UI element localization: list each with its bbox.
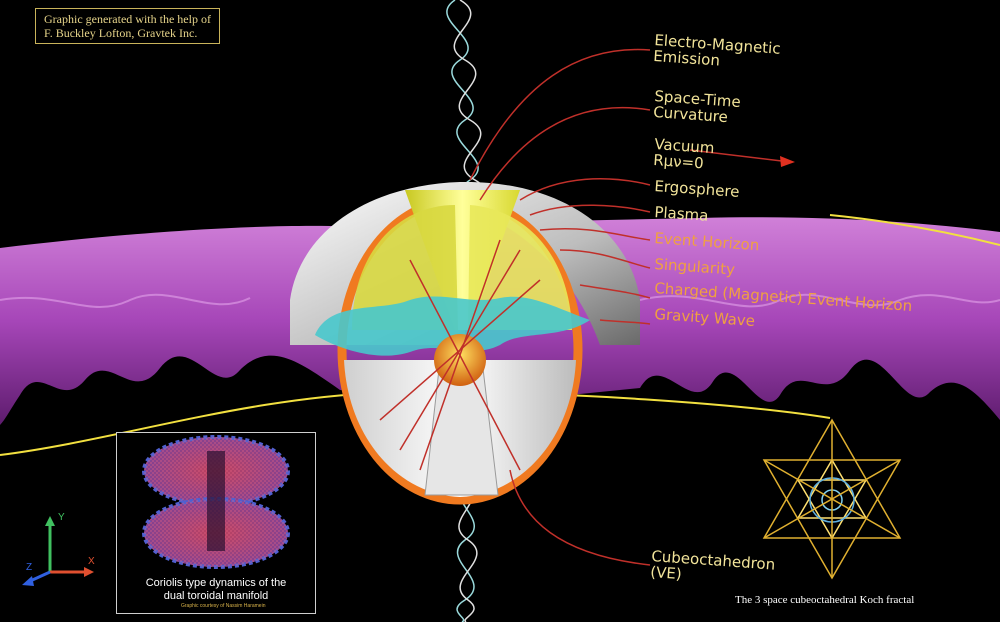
inset-caption: Coriolis type dynamics of the dual toroi…	[145, 577, 287, 602]
label-vacuum: Vacuum Rμν=0	[652, 135, 716, 173]
emission-lines	[469, 48, 791, 566]
dual-torus-image	[142, 435, 290, 569]
label-plasma: Plasma	[653, 203, 709, 225]
credit-box: Graphic generated with the help of F. Bu…	[35, 8, 220, 44]
koch-fractal	[762, 418, 902, 580]
toroidal-manifold-inset: Coriolis type dynamics of the dual toroi…	[116, 432, 316, 614]
inset-credit: Graphic courtesy of Nassim Haramein	[181, 603, 266, 609]
credit-line-1: Graphic generated with the help of	[44, 12, 211, 26]
yellow-interior-right	[468, 205, 572, 330]
label-spacetime-curvature: Space-Time Curvature	[652, 87, 742, 127]
axes-gizmo	[22, 516, 94, 586]
axis-x-label: X	[88, 556, 95, 567]
manifold-ripples	[0, 293, 1000, 308]
singularity-core	[434, 334, 486, 386]
fractal-caption: The 3 space cubeoctahedral Koch fractal	[735, 594, 915, 606]
credit-line-2: F. Buckley Lofton, Gravtek Inc.	[44, 26, 198, 40]
plasma-disk	[315, 296, 590, 356]
field-lines	[379, 239, 541, 471]
black-hole-sphere	[290, 181, 640, 505]
axis-z-label: Z	[26, 562, 33, 573]
vacuum-arrowhead	[780, 156, 795, 167]
axis-y-label: Y	[58, 512, 65, 523]
